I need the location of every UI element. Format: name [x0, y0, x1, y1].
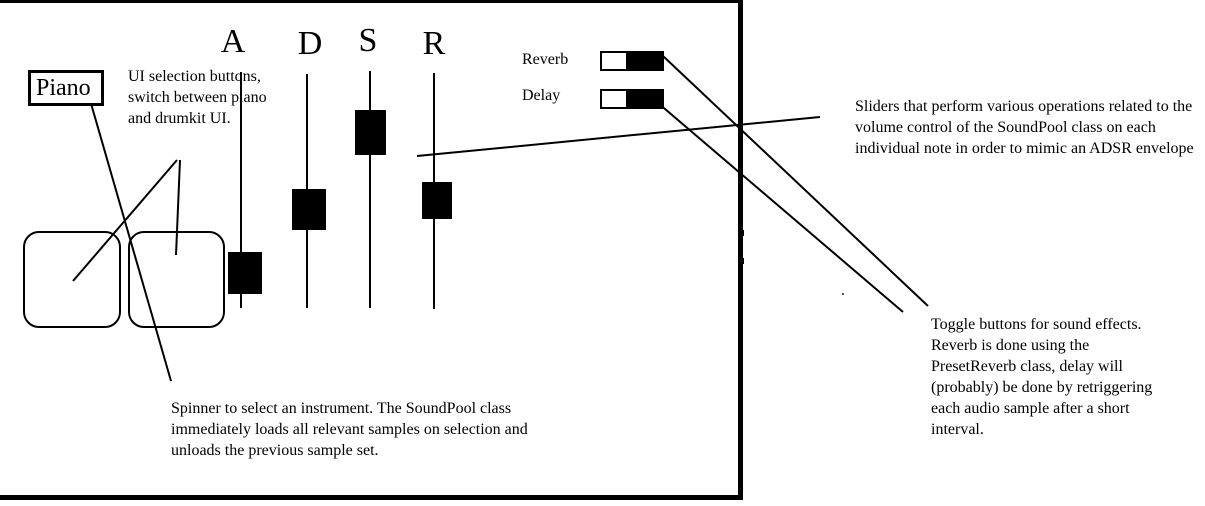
sliders-annotation: Sliders that perform various operations … — [855, 98, 1194, 157]
release-label: R — [422, 25, 446, 62]
reverb-toggle[interactable] — [600, 51, 664, 71]
frame-edge-mark — [741, 230, 744, 236]
frame-edge-mark — [741, 258, 744, 264]
decay-slider-thumb[interactable] — [292, 189, 326, 230]
reverb-leader-line — [662, 55, 929, 307]
piano-ui-button[interactable] — [23, 231, 121, 328]
reverb-label: Reverb — [522, 51, 569, 68]
delay-label: Delay — [522, 87, 561, 104]
spinner-annotation: Spinner to select an instrument. The Sou… — [171, 400, 528, 459]
decay-label: D — [297, 25, 323, 62]
ui-button-right-leader-line — [175, 159, 181, 256]
app-screen-frame — [0, 0, 743, 500]
delay-leader-line — [657, 102, 904, 313]
toggles-annotation: Toggle buttons for sound effects. Reverb… — [931, 316, 1153, 438]
instrument-spinner[interactable]: Piano — [28, 70, 104, 106]
sustain-slider-thumb[interactable] — [355, 110, 386, 155]
sustain-slider-track[interactable] — [369, 71, 371, 308]
slider-leader-line — [416, 116, 821, 157]
drumkit-ui-button[interactable] — [128, 231, 225, 328]
release-slider-thumb[interactable] — [422, 182, 452, 219]
delay-toggle-on-indicator — [626, 91, 662, 107]
sustain-label: S — [358, 22, 378, 59]
attack-slider-track[interactable] — [240, 72, 242, 308]
ui-button-left-leader-line — [72, 159, 178, 282]
reverb-toggle-on-indicator — [626, 53, 662, 69]
stray-dot — [842, 293, 844, 295]
attack-label: A — [220, 23, 246, 60]
delay-toggle[interactable] — [600, 89, 664, 109]
attack-slider-thumb[interactable] — [228, 252, 262, 294]
ui-selection-annotation: UI selection buttons, switch between pia… — [128, 68, 267, 127]
